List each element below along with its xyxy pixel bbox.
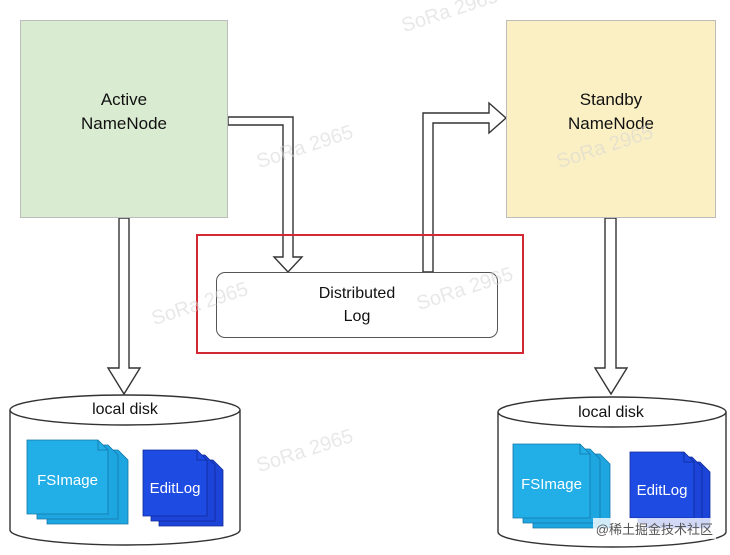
arrow-active-to-log (227, 116, 304, 274)
arrow-active-to-disk (106, 217, 142, 396)
log-highlight-frame (196, 234, 524, 354)
arrow-standby-to-disk (593, 217, 629, 396)
right-editlog-label: EditLog (636, 482, 688, 499)
distributed-log-line2: Log (343, 308, 371, 325)
distributed-log-line1: Distributed (318, 285, 396, 302)
left-fsimage-label: FSImage (37, 472, 98, 489)
standby-namenode-box: Standby NameNode (506, 20, 716, 218)
left-editlog-label: EditLog (149, 480, 201, 497)
site-credit: @稀土掘金技术社区 (592, 518, 716, 539)
active-namenode-line1: Active (100, 90, 148, 109)
active-namenode-line2: NameNode (81, 114, 167, 133)
right-fsimage-icon (512, 443, 611, 529)
standby-namenode-line2: NameNode (568, 114, 654, 133)
right-fsimage-label: FSImage (521, 476, 582, 493)
left-disk-label: local disk (92, 401, 158, 418)
arrow-log-to-standby (422, 101, 508, 273)
left-editlog-icon (142, 449, 224, 527)
left-fsimage-icon (26, 439, 129, 525)
distributed-log-box: Distributed Log (216, 272, 498, 338)
active-namenode-box: Active NameNode (20, 20, 228, 218)
right-disk-label: local disk (578, 404, 644, 421)
right-editlog-icon (629, 451, 711, 529)
standby-namenode-line1: Standby (579, 90, 643, 109)
